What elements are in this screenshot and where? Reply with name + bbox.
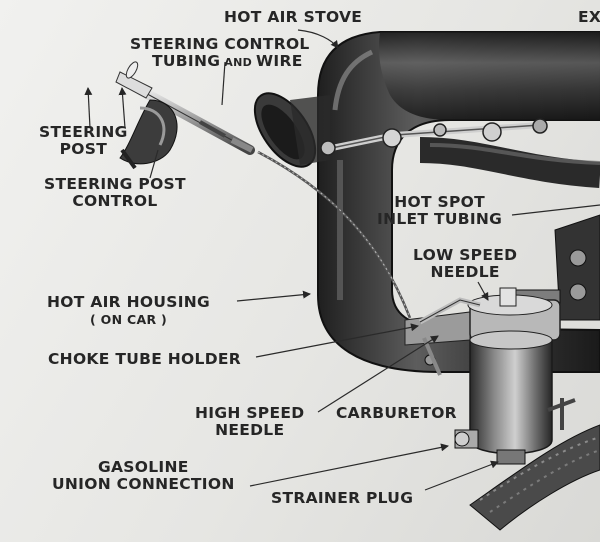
hot-air-stove-inlet: [253, 92, 330, 168]
label-high-speed-line2: NEEDLE: [215, 421, 285, 439]
label-hot-spot-line1: HOT SPOT: [394, 193, 485, 211]
label-hot-air-stove: HOT AIR STOVE: [224, 8, 363, 26]
flexible-hose: [469, 424, 600, 531]
label-wire: WIRE: [256, 52, 303, 70]
steering-post-control: [115, 61, 255, 155]
label-hot-air-housing-line1: HOT AIR HOUSING: [47, 293, 211, 311]
label-hot-spot-inlet-tubing: HOT SPOT INLET TUBING: [377, 194, 502, 228]
label-tubing: TUBING: [152, 52, 221, 70]
label-steering-control-tubing-line1: STEERING CONTROL: [130, 35, 310, 53]
label-hot-air-housing: HOT AIR HOUSING ( ON CAR ): [47, 294, 210, 328]
label-high-speed-line1: HIGH SPEED: [195, 404, 305, 422]
leader-lines: [84, 29, 600, 491]
label-choke-tube-holder: CHOKE TUBE HOLDER: [48, 350, 241, 368]
throttle-linkage: [320, 118, 548, 156]
label-hot-spot-line2: INLET TUBING: [377, 210, 503, 228]
label-exhaust-partial: EX: [578, 8, 600, 26]
steering-post-clamp: [119, 99, 178, 170]
label-steering-post-line2: POST: [59, 140, 108, 158]
label-strainer-plug: STRAINER PLUG: [271, 489, 414, 507]
label-gasoline-line1: GASOLINE: [97, 458, 189, 476]
label-steering-post-control: STEERING POST CONTROL: [44, 176, 186, 210]
label-high-speed-needle: HIGH SPEED NEEDLE: [195, 405, 304, 439]
label-carburetor: CARBURETOR: [336, 404, 457, 422]
label-low-speed-line1: LOW SPEED: [413, 246, 518, 264]
hot-air-housing-pipe: [317, 31, 600, 373]
label-gasoline-line2: UNION CONNECTION: [52, 475, 235, 493]
label-steering-post-line1: STEERING: [39, 123, 128, 141]
label-steering-post-control-line2: CONTROL: [72, 192, 158, 210]
label-low-speed-needle: LOW SPEED NEEDLE: [413, 247, 517, 281]
steering-control-wire: [257, 150, 412, 319]
label-hot-air-housing-line2: ( ON CAR ): [90, 312, 168, 327]
label-and: AND: [224, 56, 253, 69]
label-steering-post-control-line1: STEERING POST: [44, 175, 186, 193]
label-low-speed-line2: NEEDLE: [430, 263, 500, 281]
label-gasoline-union-connection: GASOLINE UNION CONNECTION: [52, 459, 235, 493]
carburetor-body: [404, 287, 576, 465]
label-steering-post: STEERING POST: [39, 124, 128, 158]
